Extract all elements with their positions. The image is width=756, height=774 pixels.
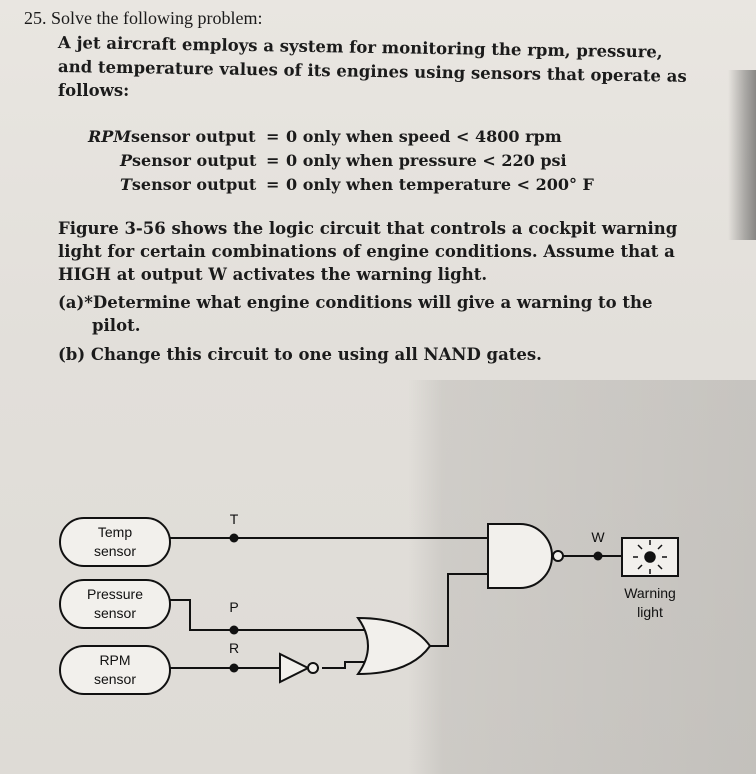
- wire-or-out: [430, 573, 488, 647]
- figure-line-2: light for certain combinations of engine…: [58, 242, 675, 261]
- signal-label-p: P: [229, 599, 238, 615]
- equation-condition: 0 only when speed < 4800 rpm: [286, 127, 562, 146]
- junction-t: [229, 533, 239, 543]
- part-a-line-1: (a)*Determine what engine conditions wil…: [58, 293, 653, 312]
- pressure-sensor-label: Pressure: [87, 586, 143, 602]
- page-edge-shadow: [728, 70, 756, 240]
- and-gate: [487, 523, 553, 589]
- wire-inverter-out: [322, 661, 365, 669]
- temp-sensor-label: sensor: [94, 543, 136, 559]
- equation-t: Tsensor output: [120, 174, 256, 196]
- figure-line-1: Figure 3-56 shows the logic circuit that…: [58, 219, 678, 238]
- equation-eq-sign: =: [266, 151, 280, 170]
- inverter-gate: [279, 652, 311, 684]
- and-gate-bubble: [552, 550, 564, 562]
- part-a-line-2: pilot.: [92, 316, 141, 335]
- warning-light-label: Warning: [624, 585, 676, 601]
- temp-sensor-box: [59, 517, 171, 567]
- temp-sensor-label: Temp: [98, 524, 132, 540]
- equation-var: RPM: [88, 127, 132, 146]
- part-b: (b) Change this circuit to one using all…: [58, 345, 542, 364]
- signal-label-w: W: [591, 529, 605, 545]
- inverter-bubble: [307, 662, 319, 674]
- equation-name: sensor output: [132, 151, 257, 170]
- equation-condition: 0 only when pressure < 220 psi: [286, 151, 567, 170]
- equation-eq-sign: =: [266, 175, 280, 194]
- rpm-sensor-box: [59, 645, 171, 695]
- junction-r: [229, 663, 239, 673]
- wire-p: [170, 599, 365, 631]
- equation-var: T: [120, 175, 132, 194]
- page-shadow: [408, 380, 756, 774]
- equation-p: Psensor output: [120, 150, 256, 172]
- pressure-sensor-box: [59, 579, 171, 629]
- equation-name: sensor output: [131, 127, 256, 146]
- equation-var: P: [120, 151, 133, 170]
- rpm-sensor-label: sensor: [94, 671, 136, 687]
- equation-condition: 0 only when temperature < 200° F: [286, 175, 594, 194]
- pressure-sensor-label: sensor: [94, 605, 136, 621]
- lightbulb-icon: [633, 540, 667, 574]
- problem-title: 25. Solve the following problem:: [24, 8, 263, 28]
- equation-name: sensor output: [131, 175, 257, 194]
- junction-w: [593, 551, 603, 561]
- equation-rpm: RPMsensor output: [88, 126, 255, 148]
- signal-label-r: R: [229, 640, 239, 656]
- equation-eq-sign: =: [266, 127, 280, 146]
- or-gate: [356, 616, 432, 676]
- warning-light-label: light: [637, 604, 663, 620]
- figure-line-3: HIGH at output W activates the warning l…: [58, 265, 488, 284]
- intro-line-3: follows:: [58, 81, 130, 100]
- signal-label-t: T: [230, 511, 239, 527]
- junction-p: [229, 625, 239, 635]
- rpm-sensor-label: RPM: [99, 652, 130, 668]
